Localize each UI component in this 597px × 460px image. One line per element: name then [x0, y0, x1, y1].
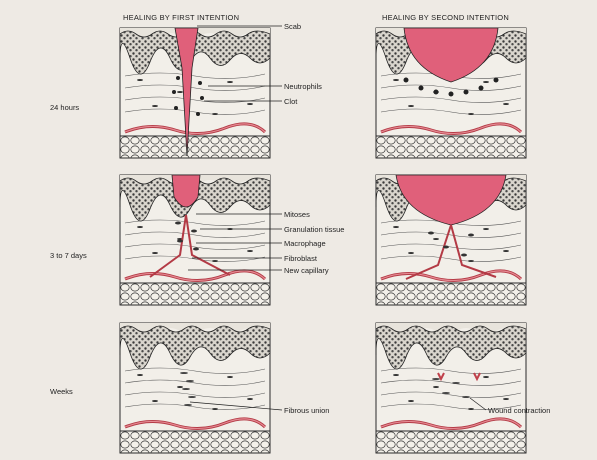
block-first-24h — [120, 28, 270, 158]
label-fibrous-union: Fibrous union — [284, 406, 329, 415]
label-fibroblast: Fibroblast — [284, 254, 317, 263]
label-neutrophils: Neutrophils — [284, 82, 322, 91]
label-granulation-tissue: Granulation tissue — [284, 225, 344, 234]
block-second-3to7 — [376, 175, 526, 305]
label-scab: Scab — [284, 22, 301, 31]
label-new-capillary: New capillary — [284, 266, 329, 275]
block-second-24h — [376, 28, 526, 158]
block-second-weeks — [376, 323, 526, 453]
block-first-weeks — [120, 323, 270, 453]
label-macrophage: Macrophage — [284, 239, 326, 248]
label-wound-contraction: Wound contraction — [488, 406, 550, 415]
header-first-intention: HEALING BY FIRST INTENTION — [123, 13, 239, 22]
label-mitoses: Mitoses — [284, 210, 310, 219]
row-label-3-to-7-days: 3 to 7 days — [50, 251, 87, 260]
row-label-weeks: Weeks — [50, 387, 73, 396]
header-second-intention: HEALING BY SECOND INTENTION — [382, 13, 509, 22]
label-clot: Clot — [284, 97, 297, 106]
block-first-3to7 — [120, 175, 270, 305]
row-label-24-hours: 24 hours — [50, 103, 79, 112]
